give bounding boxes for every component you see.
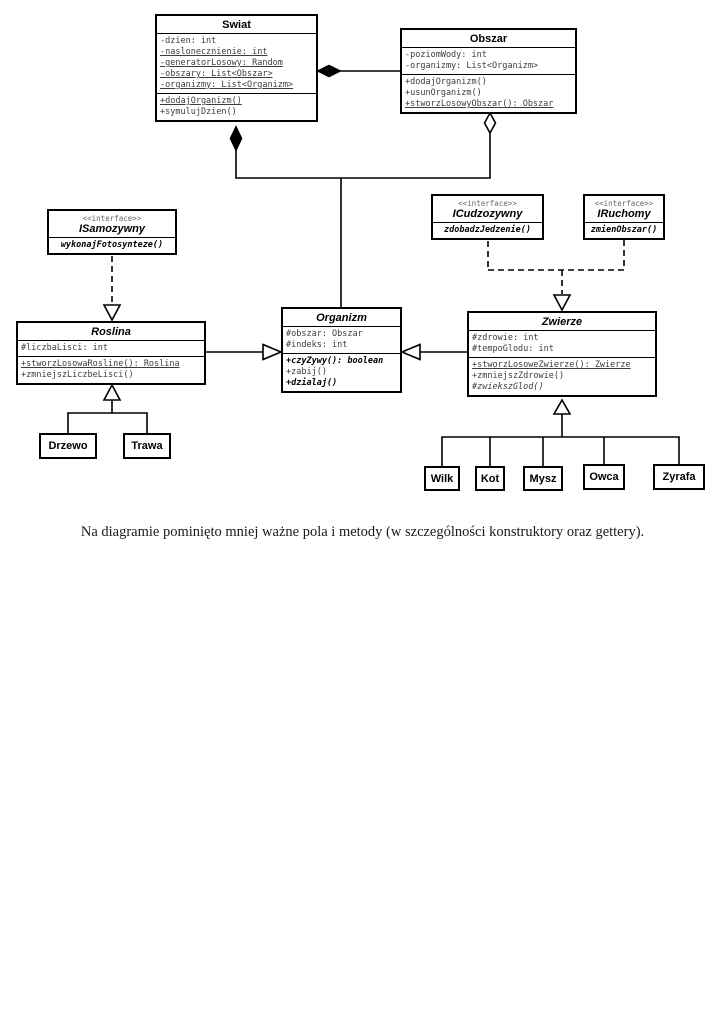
class-title: Drzewo [48, 440, 88, 452]
attributes-section: -dzien: int -naslonecznienie: int -gener… [157, 33, 316, 93]
attr-row: #liczbaLisci: int [21, 343, 108, 353]
class-box-wilk: Wilk [424, 466, 460, 491]
diagram-caption: Na diagramie pominięto mniej ważne pola … [80, 524, 645, 540]
class-title: Mysz [529, 472, 557, 485]
realization-triangle-icon [552, 294, 572, 312]
interface-box-iruchomy: <<interface>> IRuchomy zmienObszar() [583, 194, 665, 240]
method-row: +zmniejszLiczbeLisci() [21, 370, 134, 380]
attributes-section: -poziomWody: int -organizmy: List<Organi… [402, 47, 575, 74]
method-row: #zwiekszGlod() [472, 382, 544, 392]
generalization-triangle-icon [262, 343, 284, 361]
method-row: zdobadzJedzenie() [444, 225, 531, 235]
generalization-triangle-icon [399, 343, 421, 361]
stereotype-label: <<interface>> [594, 199, 654, 208]
method-row: +symulujDzien() [160, 107, 237, 117]
edge-isamozywny-roslina-realization [102, 256, 122, 322]
class-box-mysz: Mysz [523, 466, 563, 491]
interface-box-icudzozywny: <<interface>> ICudzozywny zdobadzJedzeni… [431, 194, 544, 240]
class-title: Zyrafa [662, 471, 696, 483]
method-row: +dzialaj() [286, 378, 338, 388]
stereotype-label: <<interface>> [458, 199, 517, 208]
edge-interfaces-zwierze-realization [487, 240, 625, 312]
attr-row: -obszary: List<Obszar> [160, 69, 273, 79]
methods-section: zmienObszar() [585, 222, 663, 238]
attr-row: -poziomWody: int [405, 50, 487, 60]
class-title: Wilk [430, 472, 454, 485]
methods-section: +stworzLosoweZwierze(): Zwierze +zmniejs… [469, 357, 655, 395]
class-title: Obszar [469, 33, 508, 45]
edge-swiat-obszar-organizm [229, 111, 497, 307]
composition-diamond-icon [229, 125, 243, 152]
method-row: +stworzLosowaRosline(): Roslina [21, 359, 180, 369]
class-box-zwierze: Zwierze #zdrowie: int #tempoGlodu: int +… [467, 311, 657, 397]
method-row: +stworzLosoweZwierze(): Zwierze [472, 360, 631, 370]
generalization-triangle-icon [102, 383, 122, 401]
attr-row: -organizmy: List<Organizm> [160, 80, 294, 90]
class-box-trawa: Trawa [123, 433, 171, 459]
generalization-triangle-icon [552, 398, 572, 415]
attr-row: #obszar: Obszar [286, 329, 363, 339]
class-box-owca: Owca [583, 464, 625, 490]
class-title: Swiat [222, 19, 251, 31]
attr-row: -dzien: int [160, 36, 217, 46]
methods-section: zdobadzJedzenie() [433, 222, 542, 238]
edge-zwierze-organizm-generalization [399, 343, 467, 361]
composition-diamond-icon [316, 64, 342, 78]
method-row: +dodajOrganizm() [405, 77, 487, 87]
method-row: zmienObszar() [590, 225, 658, 235]
methods-section: +dodajOrganizm() +symulujDzien() [157, 93, 316, 120]
method-row: wykonajFotosynteze() [60, 240, 164, 250]
class-title: Organizm [316, 312, 367, 324]
class-box-zyrafa: Zyrafa [653, 464, 705, 490]
attr-row: -generatorLosowy: Random [160, 58, 283, 68]
attributes-section: #zdrowie: int #tempoGlodu: int [469, 330, 655, 357]
class-title: Roslina [91, 326, 131, 338]
method-row: +czyZywy(): boolean [286, 356, 384, 366]
interface-title: ISamozywny [78, 223, 146, 235]
stereotype-label: <<interface>> [82, 214, 142, 223]
realization-triangle-icon [102, 304, 122, 322]
attr-row: #indeks: int [286, 340, 348, 350]
methods-section: +stworzLosowaRosline(): Roslina +zmniejs… [18, 356, 204, 383]
class-box-obszar: Obszar -poziomWody: int -organizmy: List… [400, 28, 577, 114]
edge-plants-roslina-generalization [67, 383, 148, 433]
class-title: Owca [589, 471, 619, 483]
method-row: +stworzLosowyObszar(): Obszar [405, 99, 554, 109]
edge-roslina-organizm-generalization [206, 343, 284, 361]
interface-box-isamozywny: <<interface>> ISamozywny wykonajFotosynt… [47, 209, 177, 255]
method-row: +usunOrganizm() [405, 88, 482, 98]
attr-row: #tempoGlodu: int [472, 344, 554, 354]
attributes-section: #liczbaLisci: int [18, 340, 204, 356]
class-title: Kot [480, 472, 500, 485]
methods-section: wykonajFotosynteze() [49, 237, 175, 253]
class-box-swiat: Swiat -dzien: int -naslonecznienie: int … [155, 14, 318, 122]
edge-swiat-obszar-composition [316, 64, 400, 78]
edge-animals-zwierze-generalization [441, 398, 680, 466]
class-box-organizm: Organizm #obszar: Obszar #indeks: int +c… [281, 307, 402, 393]
aggregation-diamond-icon [483, 111, 497, 135]
method-row: +zabij() [286, 367, 327, 377]
interface-title: IRuchomy [597, 208, 651, 220]
interface-title: ICudzozywny [452, 208, 523, 220]
method-row: +dodajOrganizm() [160, 96, 242, 106]
class-title: Zwierze [541, 316, 583, 328]
class-box-drzewo: Drzewo [39, 433, 97, 459]
class-title: Trawa [131, 440, 163, 452]
methods-section: +czyZywy(): boolean +zabij() +dzialaj() [283, 353, 400, 391]
class-box-roslina: Roslina #liczbaLisci: int +stworzLosowaR… [16, 321, 206, 385]
attr-row: -organizmy: List<Organizm> [405, 61, 539, 71]
methods-section: +dodajOrganizm() +usunOrganizm() +stworz… [402, 74, 575, 112]
attributes-section: #obszar: Obszar #indeks: int [283, 326, 400, 353]
attr-row: #zdrowie: int [472, 333, 539, 343]
class-box-kot: Kot [475, 466, 505, 491]
attr-row: -naslonecznienie: int [160, 47, 268, 57]
method-row: +zmniejszZdrowie() [472, 371, 565, 381]
